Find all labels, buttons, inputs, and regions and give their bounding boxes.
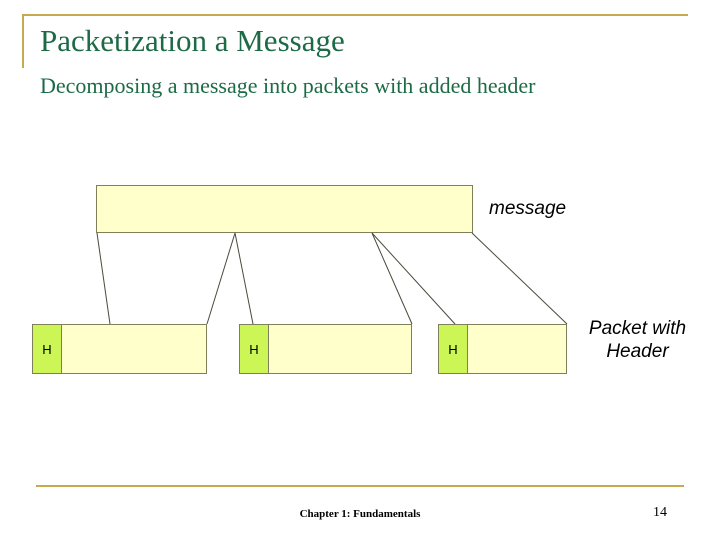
connector-line-3 <box>234 232 254 325</box>
packet-header-label-1: H <box>32 324 62 374</box>
connector-line-4 <box>371 232 413 325</box>
footer-rule <box>36 485 684 487</box>
packet-annotation-line-2: Header <box>606 341 669 362</box>
footer-page-number: 14 <box>653 505 667 520</box>
packet-body-1 <box>62 324 207 374</box>
packet-body-2 <box>269 324 412 374</box>
message-box <box>96 185 473 233</box>
packet-body-3 <box>468 324 567 374</box>
packet-box-2: H <box>239 324 412 374</box>
connector-line-2 <box>206 232 236 325</box>
footer-chapter-text: Chapter 1: Fundamentals <box>299 508 421 520</box>
connector-line-1 <box>96 232 111 325</box>
packet-annotation-line-1: Packet with <box>588 318 687 339</box>
title-left-rule <box>22 14 24 68</box>
message-annotation-label: message <box>489 198 567 219</box>
packet-header-label-3: H <box>438 324 468 374</box>
page-subtitle: Decomposing a message into packets with … <box>40 73 536 98</box>
page-title: Packetization a Message <box>40 23 345 58</box>
packet-box-3: H <box>438 324 567 374</box>
packet-header-label-2: H <box>239 324 269 374</box>
title-top-rule <box>22 14 688 16</box>
connector-line-5 <box>371 232 456 325</box>
connector-line-6 <box>471 232 568 325</box>
packet-annotation-label: Packet with Header <box>575 317 700 363</box>
packet-box-1: H <box>32 324 207 374</box>
